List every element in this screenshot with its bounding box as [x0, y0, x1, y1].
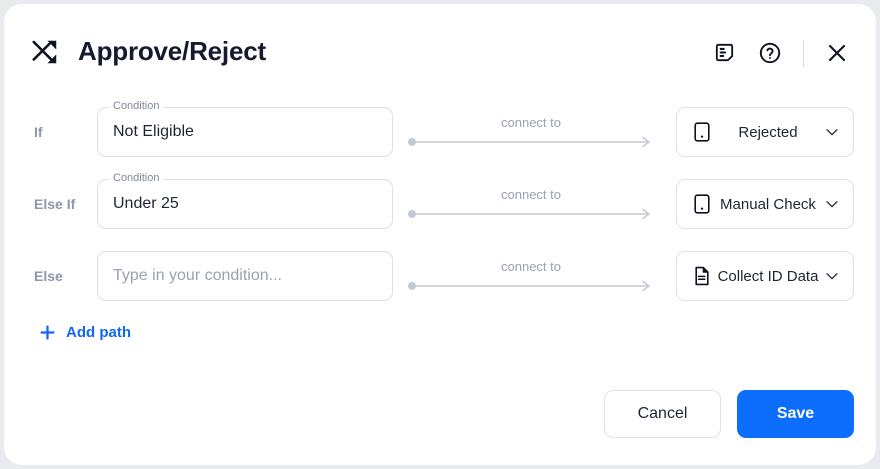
action-select-rejected[interactable]: Rejected: [676, 107, 854, 157]
condition-input[interactable]: [98, 252, 392, 300]
action-select-manual-check[interactable]: Manual Check: [676, 179, 854, 229]
connector-label: connect to: [501, 115, 561, 130]
mobile-device-icon: [692, 121, 712, 143]
connector-arrow-icon: [408, 136, 650, 148]
branch-label-if: If: [34, 124, 43, 140]
connector-arrow-icon: [408, 208, 650, 220]
connector-1: connect to: [408, 115, 654, 148]
help-circle-icon: [758, 41, 782, 68]
condition-row: If Condition connect to: [4, 96, 876, 168]
modal-header-left: Approve/Reject: [30, 36, 266, 67]
shuffle-icon: [30, 37, 60, 67]
header-divider: [803, 41, 804, 67]
branch-label-else-if: Else If: [34, 196, 76, 212]
modal-header: Approve/Reject: [4, 4, 876, 96]
connector-label: connect to: [501, 187, 561, 202]
approve-reject-modal: Approve/Reject: [4, 4, 876, 465]
condition-field-3: [97, 251, 393, 301]
modal-footer: Cancel Save: [604, 390, 854, 438]
plus-icon: [39, 324, 56, 341]
page-title: Approve/Reject: [78, 36, 266, 66]
connector-arrow-icon: [408, 280, 650, 292]
close-icon: [825, 41, 849, 68]
notes-icon: [713, 41, 736, 67]
chevron-down-icon: [824, 196, 840, 212]
chevron-down-icon: [824, 124, 840, 140]
add-path-button[interactable]: Add path: [37, 320, 133, 345]
add-path-label: Add path: [66, 324, 131, 341]
action-select-label: Manual Check: [720, 195, 816, 213]
help-button[interactable]: [757, 41, 783, 67]
connector-label: connect to: [501, 259, 561, 274]
condition-input[interactable]: [98, 108, 392, 156]
condition-input[interactable]: [98, 180, 392, 228]
close-button[interactable]: [824, 41, 850, 67]
connector-3: connect to: [408, 259, 654, 292]
condition-rows: If Condition connect to: [4, 96, 876, 312]
file-document-icon: [692, 265, 712, 287]
notes-button[interactable]: [711, 41, 737, 67]
chevron-down-icon: [824, 268, 840, 284]
connector-2: connect to: [408, 187, 654, 220]
condition-row: Else If Condition connect to: [4, 168, 876, 240]
cancel-button[interactable]: Cancel: [604, 390, 721, 438]
condition-field-2: Condition: [97, 172, 393, 229]
modal-header-actions: [711, 41, 850, 67]
condition-field-1: Condition: [97, 100, 393, 157]
save-button[interactable]: Save: [737, 390, 854, 438]
action-select-label: Rejected: [738, 123, 798, 141]
action-select-label: Collect ID Data: [717, 267, 819, 285]
condition-row: Else connect to: [4, 240, 876, 312]
branch-label-else: Else: [34, 268, 63, 284]
mobile-device-icon: [692, 193, 712, 215]
action-select-collect-id-data[interactable]: Collect ID Data: [676, 251, 854, 301]
